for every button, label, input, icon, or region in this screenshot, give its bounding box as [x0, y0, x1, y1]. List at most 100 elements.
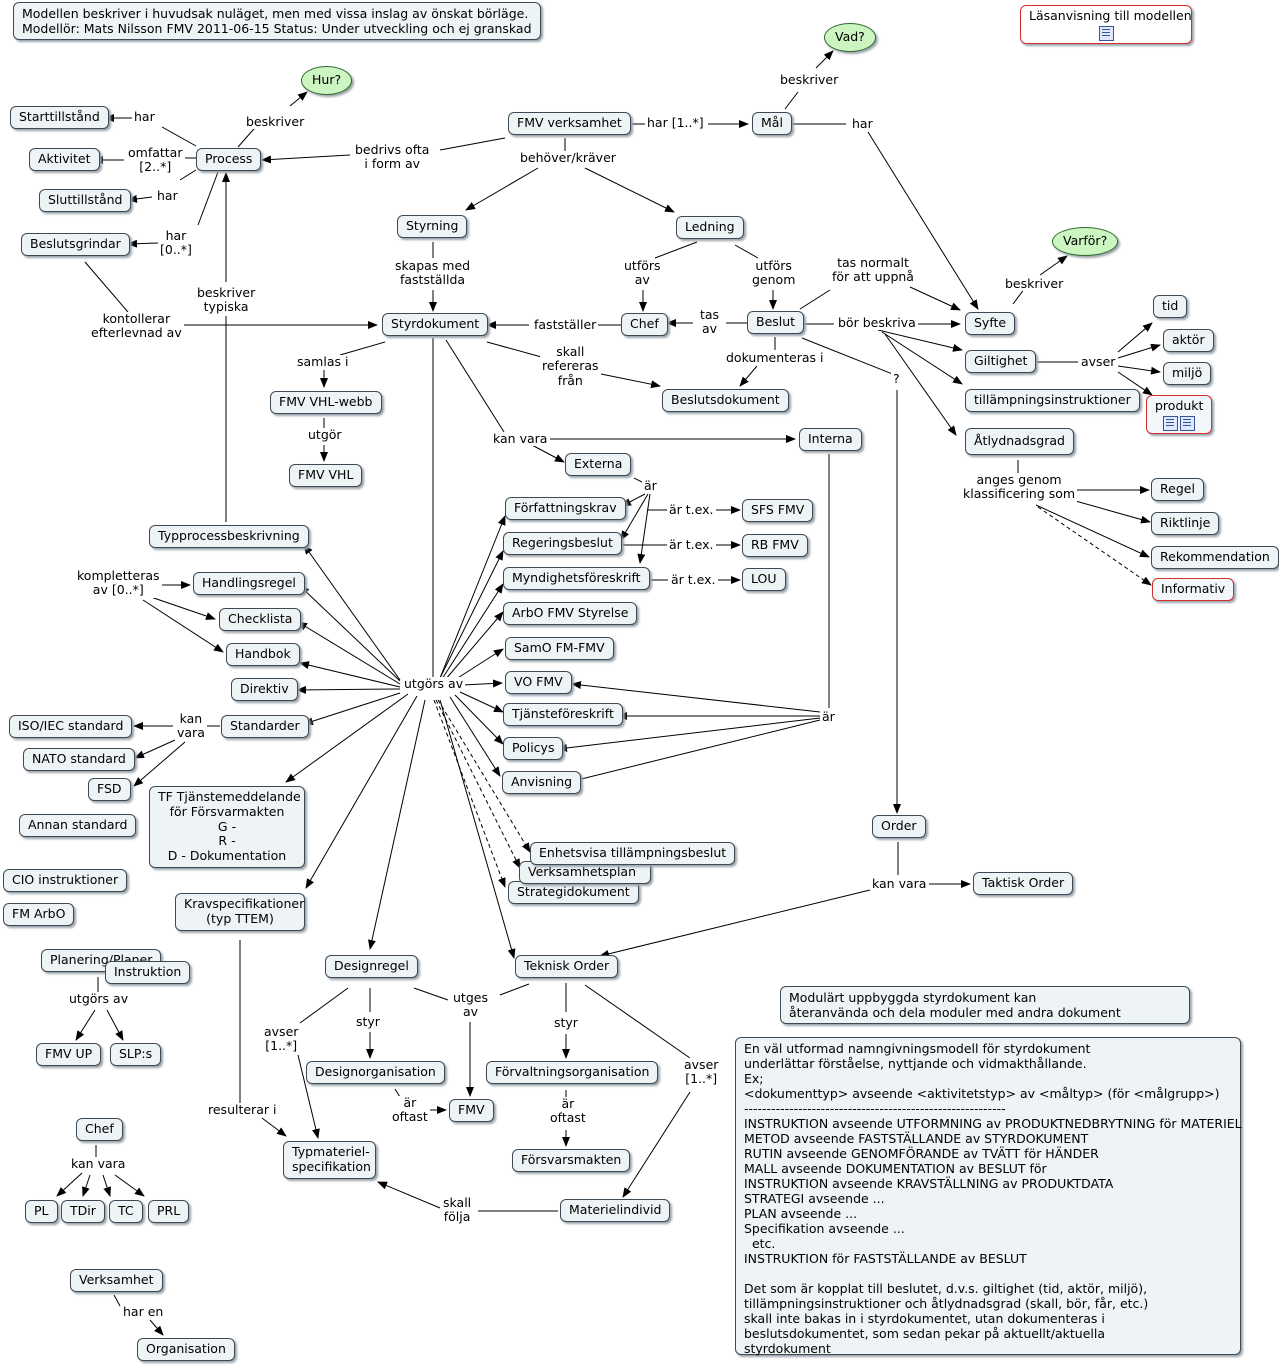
node-syfte[interactable]: Syfte [965, 312, 1016, 335]
connection-line [801, 337, 896, 376]
node-typprocessbeskrivning[interactable]: Typprocessbeskrivning [149, 525, 309, 548]
node-materielindivid[interactable]: Materielindivid [560, 1199, 671, 1222]
modular-note: Modulärt uppbyggda styrdokument kan åter… [780, 986, 1190, 1024]
node-ledning[interactable]: Ledning [676, 216, 744, 239]
connection-line [459, 691, 504, 713]
node-enhetsvisa[interactable]: Enhetsvisa tillämpningsbeslut [530, 842, 736, 865]
node-cio[interactable]: CIO instruktioner [3, 869, 128, 892]
document-icon[interactable] [1163, 415, 1179, 431]
node-informativ[interactable]: Informativ [1152, 578, 1235, 601]
node-forfattningskrav[interactable]: Författningskrav [505, 497, 626, 520]
node-typmateriel[interactable]: Typmateriel- specifikation [283, 1141, 376, 1179]
concept-map-icon[interactable] [1180, 415, 1196, 431]
node-taktisk-order[interactable]: Taktisk Order [973, 872, 1074, 895]
node-beslutsgrindar[interactable]: Beslutsgrindar [21, 233, 130, 256]
node-iso-iec[interactable]: ISO/IEC standard [9, 715, 133, 738]
node-chef[interactable]: Chef [621, 313, 668, 336]
node-verksamhetsplan[interactable]: Verksamhetsplan [519, 861, 652, 884]
node-produkt[interactable]: produkt [1146, 395, 1213, 434]
node-hur[interactable]: Hur? [301, 66, 353, 95]
node-tf[interactable]: TF Tjänstemeddelande för Försvarmakten G… [149, 786, 305, 868]
node-atlydnadsgrad[interactable]: Åtlydnadsgrad [965, 428, 1074, 455]
node-giltighet[interactable]: Giltighet [965, 350, 1037, 373]
document-icon[interactable] [1098, 25, 1114, 41]
node-rb-fmv[interactable]: RB FMV [742, 534, 808, 557]
connection-line [299, 661, 401, 688]
connection-line [444, 611, 504, 681]
node-beslutsdokument[interactable]: Beslutsdokument [662, 389, 789, 412]
node-policys[interactable]: Policys [503, 737, 564, 760]
node-aktivitet[interactable]: Aktivitet [29, 148, 100, 171]
node-prl[interactable]: PRL [148, 1200, 190, 1223]
connection-line [82, 1174, 91, 1197]
node-tid[interactable]: tid [1153, 295, 1188, 318]
node-vad[interactable]: Vad? [824, 23, 876, 52]
connection-line [285, 693, 409, 783]
node-fmv-verksamhet[interactable]: FMV verksamhet [508, 112, 631, 135]
node-fmv-vhl[interactable]: FMV VHL [289, 464, 363, 487]
node-miljo[interactable]: miljö [1163, 362, 1212, 385]
node-standarder[interactable]: Standarder [221, 715, 309, 738]
node-fsd[interactable]: FSD [88, 778, 131, 801]
node-interna[interactable]: Interna [799, 428, 862, 451]
node-organisation[interactable]: Organisation [137, 1338, 235, 1361]
node-fmv[interactable]: FMV [449, 1099, 494, 1122]
node-regel[interactable]: Regel [1151, 478, 1204, 501]
node-kravspec[interactable]: Kravspecifikationer (typ TTEM) [175, 893, 305, 931]
connection-line [784, 91, 799, 110]
connection-line [113, 1294, 121, 1307]
connection-line [621, 493, 646, 507]
node-tdir[interactable]: TDir [61, 1200, 105, 1223]
link-label-beskriver-typiska: beskriver typiska [195, 285, 258, 315]
node-order[interactable]: Order [872, 815, 926, 838]
node-forvaltningsorganisation[interactable]: Förvaltningsorganisation [486, 1061, 659, 1084]
node-annan-standard[interactable]: Annan standard [19, 814, 137, 837]
node-strategidokument[interactable]: Strategidokument [508, 881, 639, 904]
node-instruktion[interactable]: Instruktion [105, 961, 191, 984]
node-teknisk-order[interactable]: Teknisk Order [515, 955, 619, 978]
node-pl[interactable]: PL [25, 1200, 58, 1223]
node-handlingsregel[interactable]: Handlingsregel [193, 572, 305, 595]
node-nato[interactable]: NATO standard [23, 748, 135, 771]
link-label-resulterar: resulterar i [206, 1102, 279, 1118]
node-fmv-vhl-webb[interactable]: FMV VHL-webb [270, 391, 382, 414]
node-mal[interactable]: Mål [752, 112, 792, 135]
connection-line [654, 241, 698, 259]
node-samo[interactable]: SamO FM-FMV [505, 637, 614, 660]
node-forsvarsmakten[interactable]: Försvarsmakten [512, 1149, 631, 1172]
node-starttillstand[interactable]: Starttillstånd [10, 106, 109, 129]
node-styrdokument[interactable]: Styrdokument [382, 313, 489, 336]
node-regeringsbeslut[interactable]: Regeringsbeslut [503, 532, 622, 555]
node-tjansteforeskrift[interactable]: Tjänsteföreskrift [503, 703, 623, 726]
node-chef-2[interactable]: Chef [76, 1118, 123, 1141]
node-arbo-fmv-styrelse[interactable]: ArbO FMV Styrelse [503, 602, 638, 625]
node-anvisning[interactable]: Anvisning [502, 771, 582, 794]
node-riktlinje[interactable]: Riktlinje [1151, 512, 1220, 535]
node-handbok[interactable]: Handbok [226, 643, 300, 666]
node-tillampningsinstruktioner[interactable]: tillämpningsinstruktioner [965, 389, 1140, 412]
node-designregel[interactable]: Designregel [325, 955, 418, 978]
node-sfs-fmv[interactable]: SFS FMV [742, 499, 814, 522]
node-designorganisation[interactable]: Designorganisation [306, 1061, 445, 1084]
node-direktiv[interactable]: Direktiv [231, 678, 298, 701]
node-rekommendation[interactable]: Rekommendation [1151, 546, 1279, 569]
node-checklista[interactable]: Checklista [219, 608, 302, 631]
connection-line [261, 154, 351, 164]
node-myndighetsforeskrift[interactable]: Myndighetsföreskrift [503, 567, 650, 590]
node-fmv-up[interactable]: FMV UP [36, 1043, 102, 1066]
node-fm-arbo[interactable]: FM ArbO [3, 903, 75, 926]
node-process[interactable]: Process [196, 148, 262, 171]
node-slps[interactable]: SLP:s [110, 1043, 162, 1066]
node-sluttillstand[interactable]: Sluttillstånd [39, 189, 132, 212]
node-vo-fmv[interactable]: VO FMV [505, 671, 572, 694]
reading-guide-node[interactable]: Läsanvisning till modellen [1020, 5, 1192, 44]
node-lou[interactable]: LOU [742, 568, 786, 591]
link-label-har-start: har [132, 109, 157, 125]
node-verksamhet[interactable]: Verksamhet [70, 1269, 163, 1292]
node-externa[interactable]: Externa [565, 453, 632, 476]
node-styrning[interactable]: Styrning [397, 215, 468, 238]
node-tc[interactable]: TC [109, 1200, 143, 1223]
node-aktor[interactable]: aktör [1163, 329, 1214, 352]
node-varfor[interactable]: Varför? [1052, 227, 1119, 256]
node-beslut[interactable]: Beslut [747, 311, 805, 334]
